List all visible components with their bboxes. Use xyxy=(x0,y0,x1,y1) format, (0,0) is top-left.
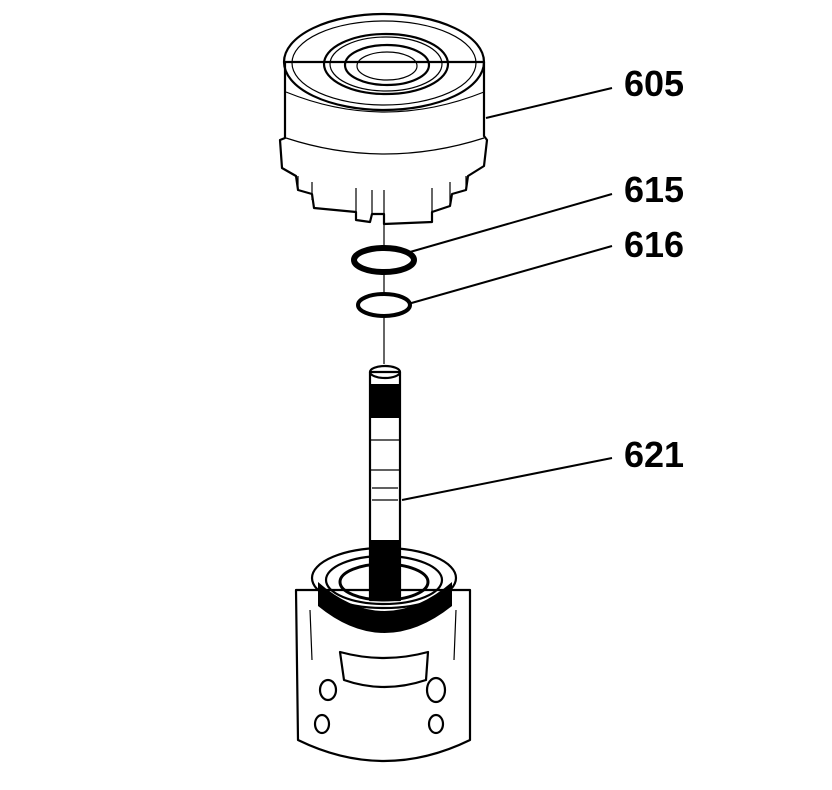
leader-605 xyxy=(485,87,613,119)
seal-ring-615 xyxy=(351,245,417,275)
leader-615 xyxy=(409,193,613,253)
callout-621: 621 xyxy=(624,434,684,475)
callout-616: 616 xyxy=(624,224,684,265)
leader-621 xyxy=(401,457,613,501)
seal-ring-616 xyxy=(356,292,412,318)
housing-part xyxy=(278,12,489,226)
carrier-housing xyxy=(294,546,472,763)
leader-616 xyxy=(407,245,613,305)
callout-605: 605 xyxy=(624,63,684,104)
callout-615: 615 xyxy=(624,169,684,210)
